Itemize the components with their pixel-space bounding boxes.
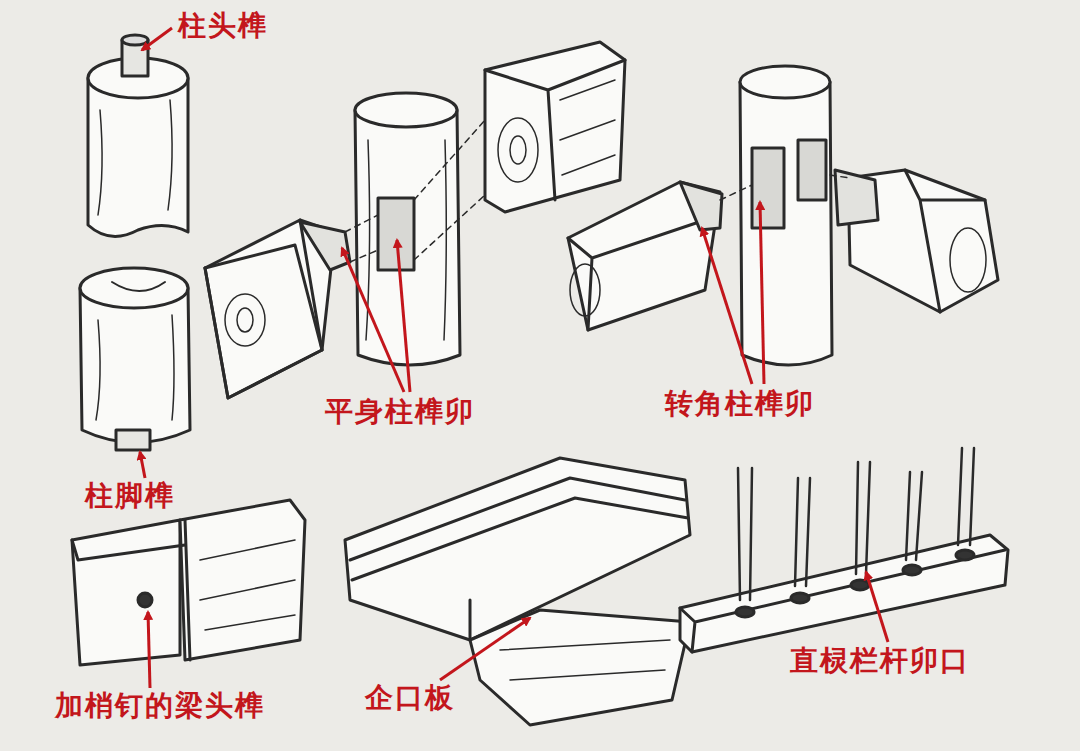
part-label: 转角柱榫卯 [665, 388, 815, 420]
part-label: 柱头榫 [178, 10, 268, 42]
part-label: 柱脚榫 [85, 480, 175, 512]
part-label: 企口板 [365, 682, 455, 714]
part-label: 平身柱榫卯 [325, 396, 475, 428]
part-label: 直棂栏杆卯口 [790, 645, 970, 677]
part-label: 加梢钉的梁头榫 [55, 690, 265, 722]
